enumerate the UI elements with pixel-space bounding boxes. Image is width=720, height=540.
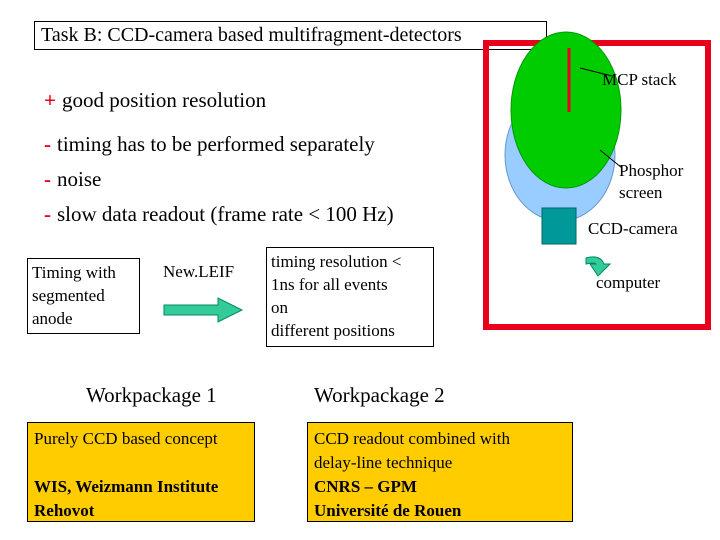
con-text: timing has to be performed separately [57, 132, 375, 156]
curved-arrow-icon [585, 256, 612, 277]
detector-frame [483, 40, 711, 330]
right-arrow-icon [163, 297, 244, 323]
workpackage-1-title: Workpackage 1 [86, 383, 217, 407]
wp-line: Université de Rouen [314, 501, 462, 520]
con-text: slow data readout (frame rate < 100 Hz) [57, 202, 394, 226]
box-line: Timing with [32, 263, 116, 282]
leader-line [579, 67, 613, 77]
con-item: -noise [44, 167, 101, 192]
leader-line [599, 149, 623, 169]
slide-title: Task B: CCD-camera based multifragment-d… [34, 21, 547, 50]
wp-line: Purely CCD based concept [34, 429, 218, 448]
con-item: -timing has to be performed separately [44, 132, 375, 157]
phosphor-screen-label: Phosphor screen [619, 160, 683, 204]
minus-sign: - [44, 167, 51, 191]
label-line: screen [619, 183, 663, 202]
mcp-stack-label: MCP stack [602, 70, 677, 89]
wp-line: Rehovot [34, 501, 95, 520]
wp-line [34, 451, 248, 475]
box-line: segmented [32, 286, 105, 305]
timing-resolution-box: timing resolution < 1ns for all events o… [266, 247, 434, 347]
plus-sign: + [44, 88, 56, 112]
con-text: noise [57, 167, 102, 191]
box-line: different positions [271, 321, 395, 340]
wp-line: CCD readout combined with [314, 429, 510, 448]
wp-line: CNRS – GPM [314, 477, 417, 496]
pro-text: good position resolution [61, 88, 267, 112]
pro-item: +good position resolution [44, 88, 266, 113]
workpackage-2-title: Workpackage 2 [314, 383, 445, 407]
computer-label: computer [596, 273, 661, 292]
con-item: -slow data readout (frame rate < 100 Hz) [44, 202, 394, 227]
workpackage-2-box: CCD readout combined with delay-line tec… [307, 422, 573, 522]
box-line: on [271, 298, 288, 317]
ccd-camera [541, 207, 577, 245]
wp-line: WIS, Weizmann Institute [34, 477, 219, 496]
minus-sign: - [44, 132, 51, 156]
wp-line: delay-line technique [314, 453, 453, 472]
mcp-stack [510, 31, 622, 189]
workpackage-1-box: Purely CCD based concept WIS, Weizmann I… [27, 422, 255, 522]
label-line: Phosphor [619, 161, 684, 180]
minus-sign: - [44, 202, 51, 226]
box-line: timing resolution < [271, 252, 402, 271]
box-line: anode [32, 309, 73, 328]
ccd-camera-label: CCD-camera [588, 219, 678, 238]
box-line: 1ns for all events [271, 275, 388, 294]
newleif-label: New.LEIF [163, 262, 235, 281]
timing-segmented-anode-box: Timing with segmented anode [27, 258, 140, 334]
